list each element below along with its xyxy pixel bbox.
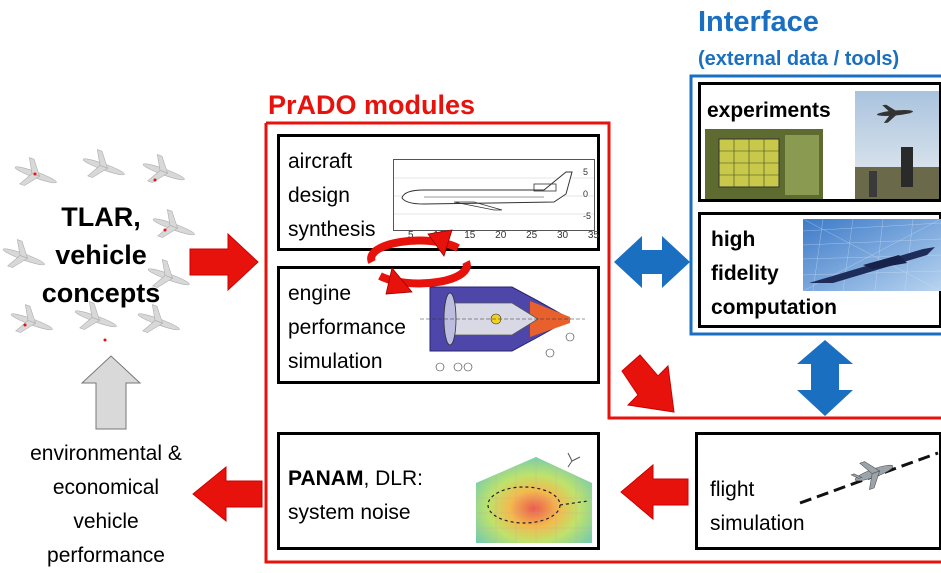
flyover-photo-icon <box>855 91 939 199</box>
engine-label: engine performance simulation <box>288 282 406 373</box>
experiments-box: experiments <box>698 82 941 202</box>
prado-boundary <box>266 121 941 420</box>
arrow-flight-to-panam <box>620 463 689 521</box>
prado-title: PrADO modules <box>268 90 476 120</box>
aircraft-cloud <box>2 149 197 350</box>
flyover-photo <box>855 91 939 199</box>
high-fidelity-label: high fidelity computation <box>711 228 837 319</box>
arrow-panam-to-outcome <box>192 465 263 523</box>
panam-name: PANAM <box>288 467 364 490</box>
prado-boundary-bottom <box>264 123 941 564</box>
arrow-modules-interface <box>614 236 690 288</box>
aircraft-sideview-icon <box>394 171 594 215</box>
arrow-modules-to-flight <box>621 354 675 413</box>
flight-label: flight simulation <box>710 478 805 535</box>
panam-label: PANAM, DLR: system noise <box>288 467 423 524</box>
aircraft-sideview-plot <box>393 159 595 231</box>
arrow-interface-flight <box>797 340 853 416</box>
flight-path-icon <box>799 451 939 505</box>
aircraft-design-label: aircraft design synthesis <box>288 150 376 241</box>
interface-title: Interface <box>698 6 819 38</box>
cfd-mesh <box>802 218 941 292</box>
panam-box: PANAM, DLR: system noise <box>277 432 600 550</box>
wind-tunnel-photo-icon <box>705 129 823 199</box>
cfd-mesh-icon <box>802 218 941 292</box>
engine-diagram <box>420 279 590 374</box>
noise-map-icon <box>476 452 592 543</box>
aircraft-icon <box>2 149 195 342</box>
tlar-label: TLAR, vehicle concepts <box>41 202 161 308</box>
outcome-label: environmental & economical vehicle perfo… <box>30 442 182 567</box>
panam-org: , DLR: <box>363 467 423 490</box>
experiments-label: experiments <box>707 99 831 122</box>
high-fidelity-box: high fidelity computation <box>698 212 941 328</box>
arrow-outcome-to-tlar <box>80 355 142 430</box>
interface-boundary <box>689 74 941 336</box>
interface-subtitle: (external data / tools) <box>698 48 900 70</box>
noise-map <box>476 443 592 543</box>
arrow-tlar-to-modules <box>189 232 259 292</box>
engine-diagram-icon <box>420 286 585 372</box>
flight-box: flight simulation <box>695 432 941 550</box>
plot-tick-y: 5 0 -5 <box>583 167 592 221</box>
aircraft-design-box: aircraft design synthesis 5 10 15 20 25 … <box>277 134 600 251</box>
wind-tunnel-photo <box>705 129 823 199</box>
